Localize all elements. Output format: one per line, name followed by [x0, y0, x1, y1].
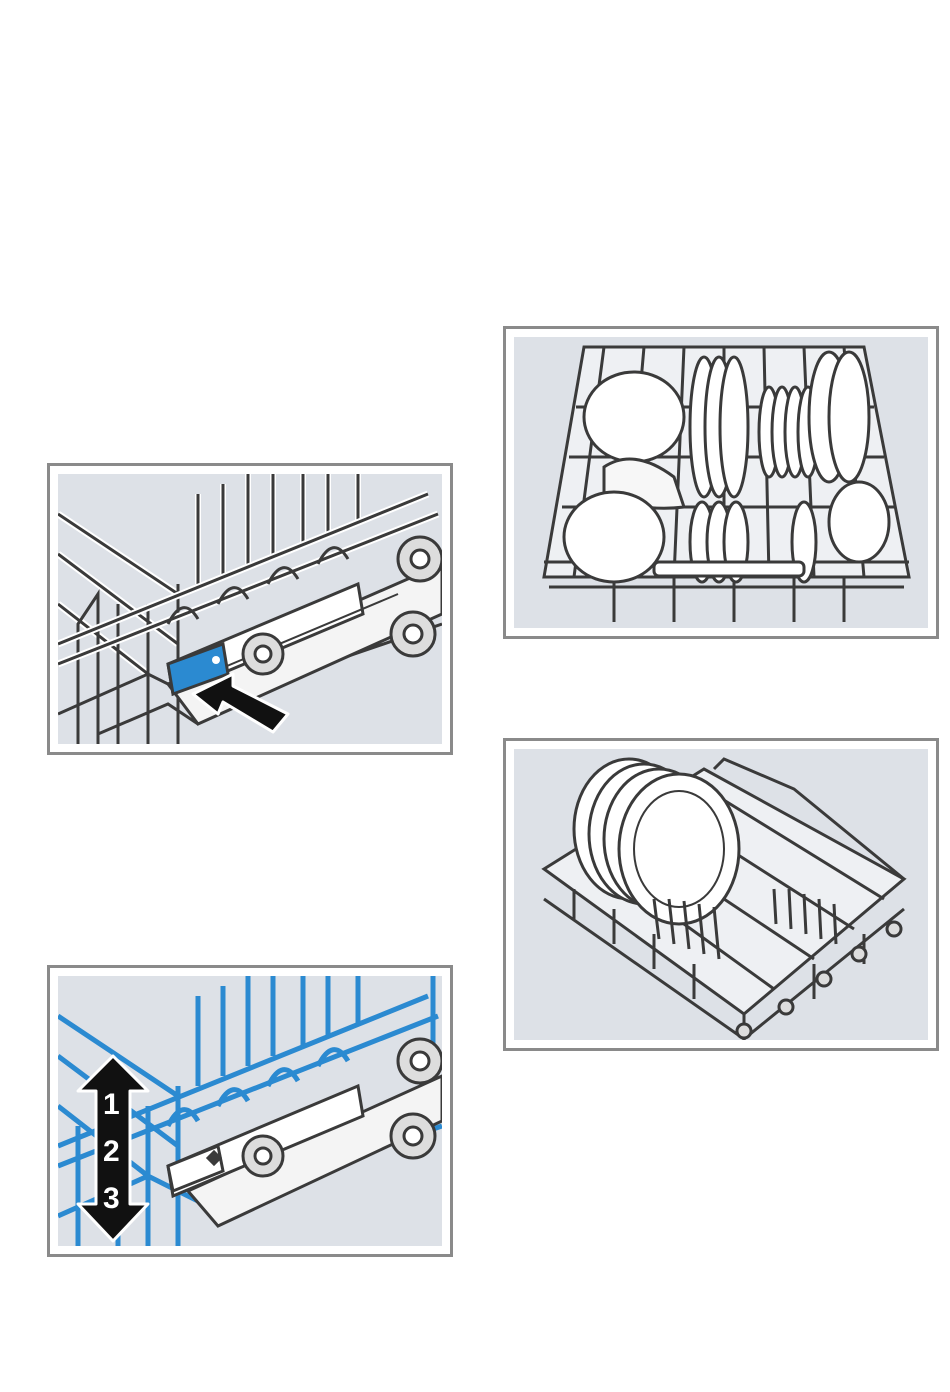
upper-basket-illustration: [514, 337, 928, 628]
figure-rack-height-adjust: 1 2 3: [47, 965, 453, 1257]
rack-lock-illustration: [58, 474, 442, 744]
figure-panel: 1 2 3: [58, 976, 442, 1246]
lower-basket-illustration: [514, 749, 928, 1040]
step-label-1: 1: [103, 1088, 120, 1121]
rack-height-illustration: 1 2 3: [58, 976, 442, 1246]
figure-lower-basket-loaded: [503, 738, 939, 1051]
step-label-2: 2: [103, 1135, 120, 1168]
figure-panel: [514, 749, 928, 1040]
figure-rack-lock-release: [47, 463, 453, 755]
figure-upper-basket-loaded: [503, 326, 939, 639]
step-label-3: 3: [103, 1182, 120, 1215]
figure-panel: [514, 337, 928, 628]
figure-panel: [58, 474, 442, 744]
